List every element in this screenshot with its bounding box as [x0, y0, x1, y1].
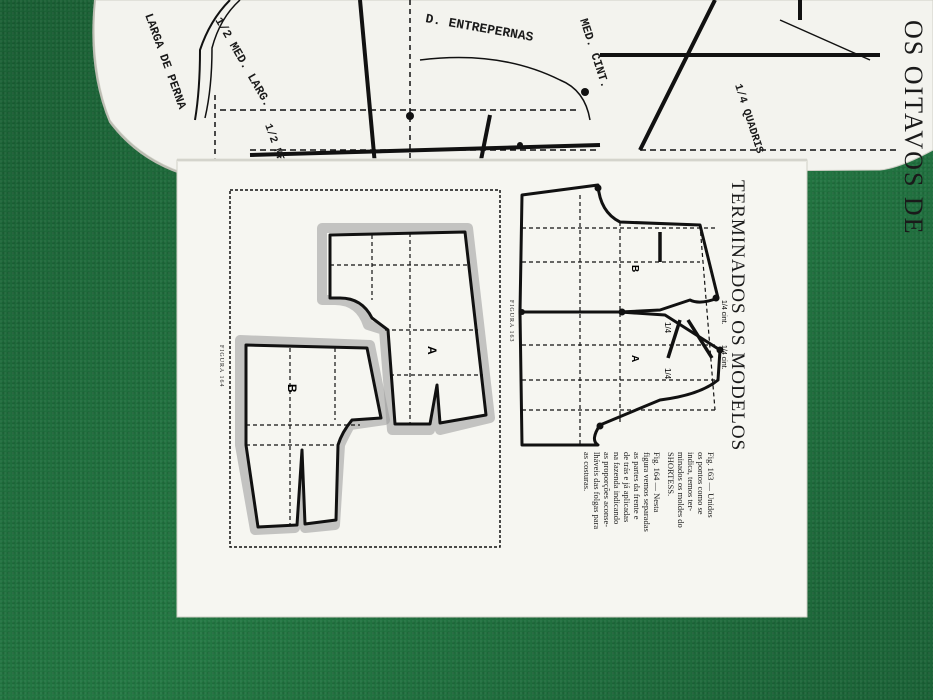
body-text: Fig. 163 — Unidos os pontos como se indi…	[582, 452, 716, 532]
para2-line3: as partes da frente e	[632, 452, 642, 520]
para1-line2: os pontos como se	[696, 452, 706, 515]
figure-163-pattern: B A 1/4 1/4 1/4 cint. 1/4 cint. FIGURA 1…	[508, 183, 727, 447]
para2-line1: Fig. 164 — Nesta	[652, 452, 662, 513]
label-163-b: B	[629, 265, 640, 272]
figure-164-frame	[229, 189, 501, 548]
label-163-a: A	[629, 355, 640, 362]
label-163-quarter-b: 1/4	[663, 368, 672, 380]
label-back-b: B	[285, 384, 299, 393]
label-front-a: A	[425, 346, 439, 355]
para2-line5: na fazenda indicando	[612, 452, 622, 524]
para2-line7: lháveis das folgas para	[592, 452, 602, 529]
figure-164-caption: FIGURA 164	[218, 345, 224, 388]
para2-line6: as proporções aconse-	[602, 452, 612, 527]
top-heading: OS OITAVOS DE	[899, 20, 928, 236]
label-163-quarter-c: 1/4 cint.	[720, 300, 727, 325]
para2-line4: de trás e já aplicadas	[622, 452, 632, 522]
para2-line8: as costuras.	[582, 452, 592, 491]
figure-163-caption: FIGURA 163	[508, 300, 514, 343]
figure-164-piece-b: B	[235, 335, 390, 535]
upper-page: D. ENTREPERNAS MED. CINT. 1/2 MED. LARG.…	[92, 0, 933, 236]
para1-line4: minados os moldes do	[676, 452, 686, 528]
para1-line5: SHORTESS.	[666, 452, 676, 496]
label-163-quarter-a: 1/4	[663, 322, 672, 334]
para2-line2: figura vemos separadas	[642, 452, 652, 532]
main-page: A B FIGURA 164	[176, 159, 808, 618]
label-163-quarter-d: 1/4 cint.	[720, 345, 727, 370]
para1-line1: Fig. 163 — Unidos	[706, 452, 716, 518]
para1-line3: indica, temos ter-	[686, 452, 696, 511]
page-heading: TERMINADOS OS MODELOS	[727, 180, 748, 451]
figure-164-piece-a: A	[317, 223, 495, 435]
